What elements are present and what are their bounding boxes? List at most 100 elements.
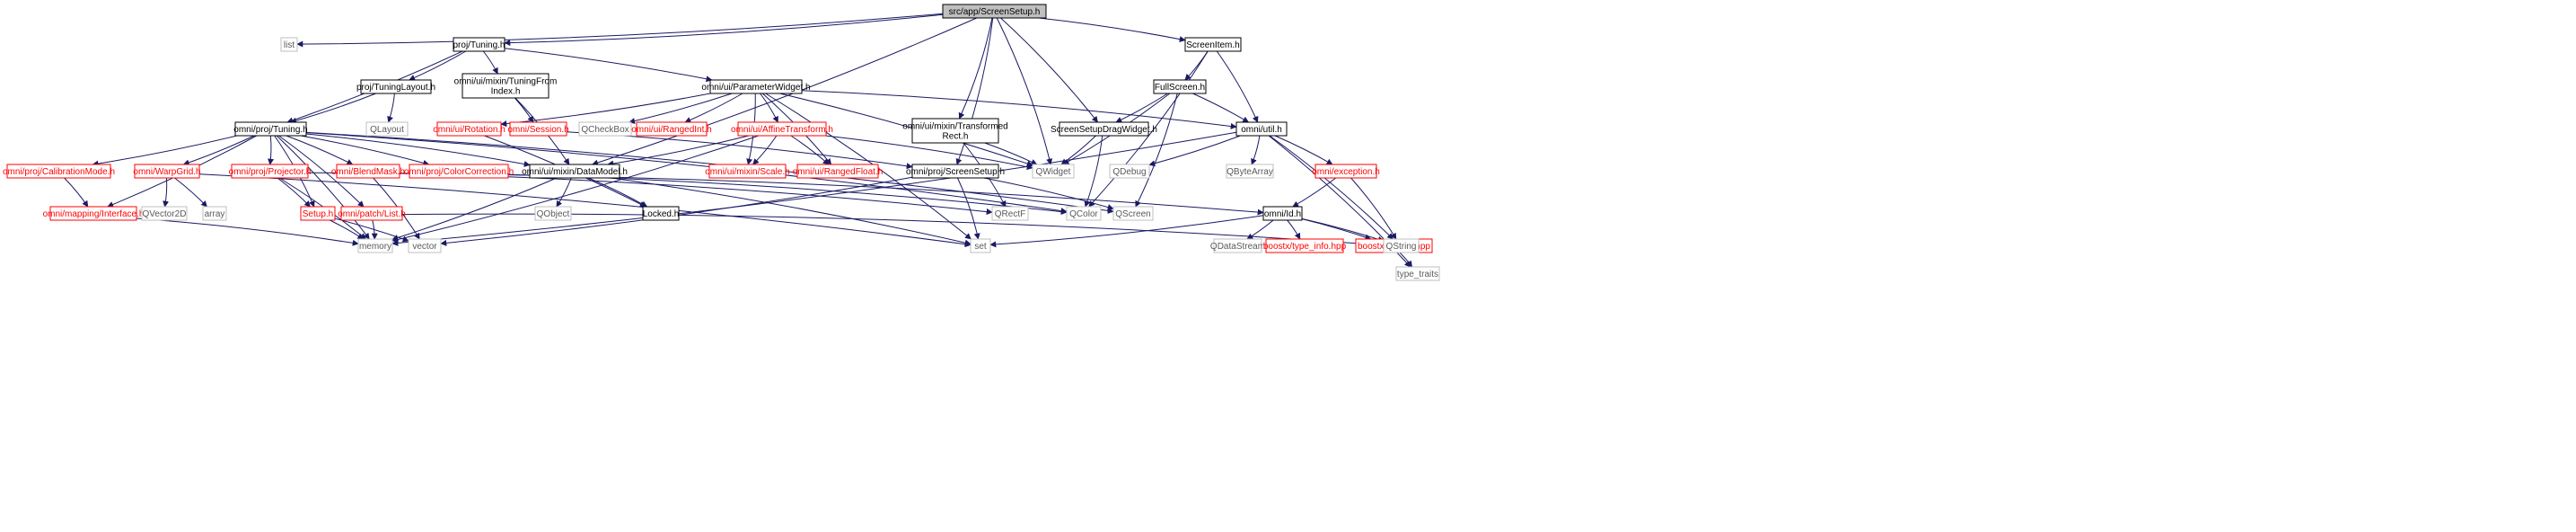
node-box — [1265, 238, 1344, 253]
node-label: omni/proj/CalibrationMode.h — [3, 167, 115, 177]
node-label: ScreenItem.h — [1186, 40, 1239, 50]
node-qobject[interactable]: QObject — [534, 206, 572, 221]
node-label: QLayout — [370, 125, 404, 135]
node-session[interactable]: omni/Session.h — [507, 121, 569, 137]
node-affine[interactable]: omni/ui/AffineTransform.h — [731, 121, 833, 137]
edge-paramWidget-rotation — [500, 93, 711, 128]
node-box — [970, 238, 991, 253]
node-label: boostx/type_info.hpp — [1263, 242, 1347, 252]
node-paramWidget[interactable]: omni/ui/ParameterWidget.h — [701, 79, 811, 94]
node-set[interactable]: set — [970, 238, 991, 253]
node-colorCorr[interactable]: omni/proj/ColorCorrection.h — [404, 164, 514, 179]
edge-paramWidget-affine — [760, 93, 778, 123]
node-dataModel[interactable]: omni/ui/mixin/DataModel.h — [522, 164, 628, 179]
node-rotation[interactable]: omni/ui/Rotation.h — [433, 121, 506, 137]
node-memory[interactable]: memory — [357, 238, 393, 253]
node-qrectf[interactable]: QRectF — [991, 206, 1029, 221]
edge-warpGrid-array — [174, 177, 207, 208]
node-omniTuning[interactable]: omni/proj/Tuning.h — [233, 121, 308, 137]
node-blendMask[interactable]: omni/BlendMask.h — [331, 164, 405, 179]
node-label: omni/exception.h — [1312, 167, 1380, 177]
edge-root-qwidget — [996, 17, 1053, 165]
node-box — [529, 164, 620, 179]
node-qlayout[interactable]: QLayout — [365, 121, 409, 137]
node-box — [409, 164, 509, 179]
node-label: Locked.h — [643, 209, 680, 219]
edge-affine-memory — [391, 135, 760, 243]
node-qscreen[interactable]: QScreen — [1112, 206, 1154, 221]
node-box — [1235, 121, 1288, 137]
node-omniScreenSetup[interactable]: omni/proj/ScreenSetup.h — [906, 164, 1005, 179]
node-box — [534, 206, 572, 221]
node-box — [1262, 206, 1303, 221]
node-qdebug[interactable]: QDebug — [1109, 164, 1150, 179]
node-calibMode[interactable]: omni/proj/CalibrationMode.h — [3, 164, 115, 179]
edge-root-list — [296, 13, 944, 48]
node-array[interactable]: array — [202, 206, 227, 221]
node-rangedInt[interactable]: omni/ui/RangedInt.h — [631, 121, 712, 137]
edge-calibMode-mappingInterface — [64, 177, 89, 208]
node-projTuning[interactable]: proj/Tuning.h — [453, 37, 506, 52]
node-qstring[interactable]: QString — [1383, 238, 1420, 253]
node-box — [462, 73, 549, 99]
node-warpGrid[interactable]: omni/WarpGrid.h — [133, 164, 201, 179]
edge-util-qbytearray — [1251, 135, 1261, 165]
node-qdatastream[interactable]: QDataStream — [1210, 238, 1265, 253]
node-label: omni/ui/mixin/TuningFrom — [454, 77, 558, 87]
node-patchList[interactable]: omni/patch/List.h — [338, 206, 406, 221]
node-box — [991, 206, 1029, 221]
node-box — [509, 121, 567, 137]
node-qcolor[interactable]: QColor — [1066, 206, 1102, 221]
node-projector[interactable]: omni/proj/Projector.h — [229, 164, 312, 179]
node-qwidget[interactable]: QWidget — [1032, 164, 1075, 179]
node-label: omni/ui/mixin/Scale.h — [705, 167, 789, 177]
node-root[interactable]: src/app/ScreenSetup.h — [942, 4, 1047, 19]
node-mappingInterface[interactable]: omni/mapping/Interface.h — [43, 206, 145, 221]
edge-screenItem-qcolor — [1088, 50, 1209, 208]
edge-session-omniScreenSetup — [566, 131, 913, 170]
node-util[interactable]: omni/util.h — [1235, 121, 1288, 137]
node-screenItem[interactable]: ScreenItem.h — [1184, 37, 1242, 52]
node-label: QColor — [1069, 209, 1098, 219]
node-exception[interactable]: omni/exception.h — [1312, 164, 1380, 179]
node-dragWidget[interactable]: ScreenSetupDragWidget.h — [1051, 121, 1157, 137]
edge-projTuning-paramWidget — [504, 48, 713, 83]
node-qbytearray[interactable]: QByteArray — [1226, 164, 1274, 179]
node-box — [578, 121, 632, 137]
node-box — [1314, 164, 1377, 179]
edge-root-transformedRect — [958, 17, 993, 120]
edge-factory-typeTraits — [1399, 252, 1413, 268]
edge-util-memory — [391, 131, 1237, 246]
edge-tuningFromIndex-session — [514, 97, 534, 123]
edge-omniTuning-qcolor — [305, 132, 1068, 215]
node-typeTraits[interactable]: type_traits — [1395, 266, 1440, 281]
node-qvector2d[interactable]: QVector2D — [141, 206, 188, 221]
node-rangedFloat[interactable]: omni/ui/RangedFloat.h — [793, 164, 884, 179]
edge-omniId-set — [989, 215, 1264, 248]
node-qcheckbox[interactable]: QCheckBox — [578, 121, 632, 137]
node-label: set — [974, 242, 987, 252]
node-fullScreen[interactable]: FullScreen.h — [1153, 79, 1207, 94]
node-omniId[interactable]: omni/Id.h — [1262, 206, 1303, 221]
edge-omniTuning-qscreen — [305, 131, 1114, 214]
edge-warpGrid-qvector2d — [163, 177, 170, 208]
edge-exception-omniId — [1292, 177, 1337, 208]
node-box — [340, 206, 403, 221]
node-label: QDataStream — [1210, 242, 1265, 252]
node-typeInfo[interactable]: boostx/type_info.hpp — [1263, 238, 1347, 253]
node-box — [642, 206, 680, 221]
node-box — [141, 206, 188, 221]
node-scale[interactable]: omni/ui/mixin/Scale.h — [705, 164, 790, 179]
node-tuningLayout[interactable]: proj/TuningLayout.h — [356, 79, 435, 94]
edge-setupH-memory — [330, 219, 365, 240]
node-locked[interactable]: Locked.h — [642, 206, 680, 221]
node-setupH[interactable]: Setup.h — [300, 206, 336, 221]
edge-affine-qwidget — [825, 135, 1033, 171]
node-list[interactable]: list — [280, 37, 298, 52]
node-vector[interactable]: vector — [408, 238, 442, 253]
edge-fullScreen-util — [1192, 93, 1250, 123]
edge-omniTuning-dataModel — [305, 133, 531, 167]
